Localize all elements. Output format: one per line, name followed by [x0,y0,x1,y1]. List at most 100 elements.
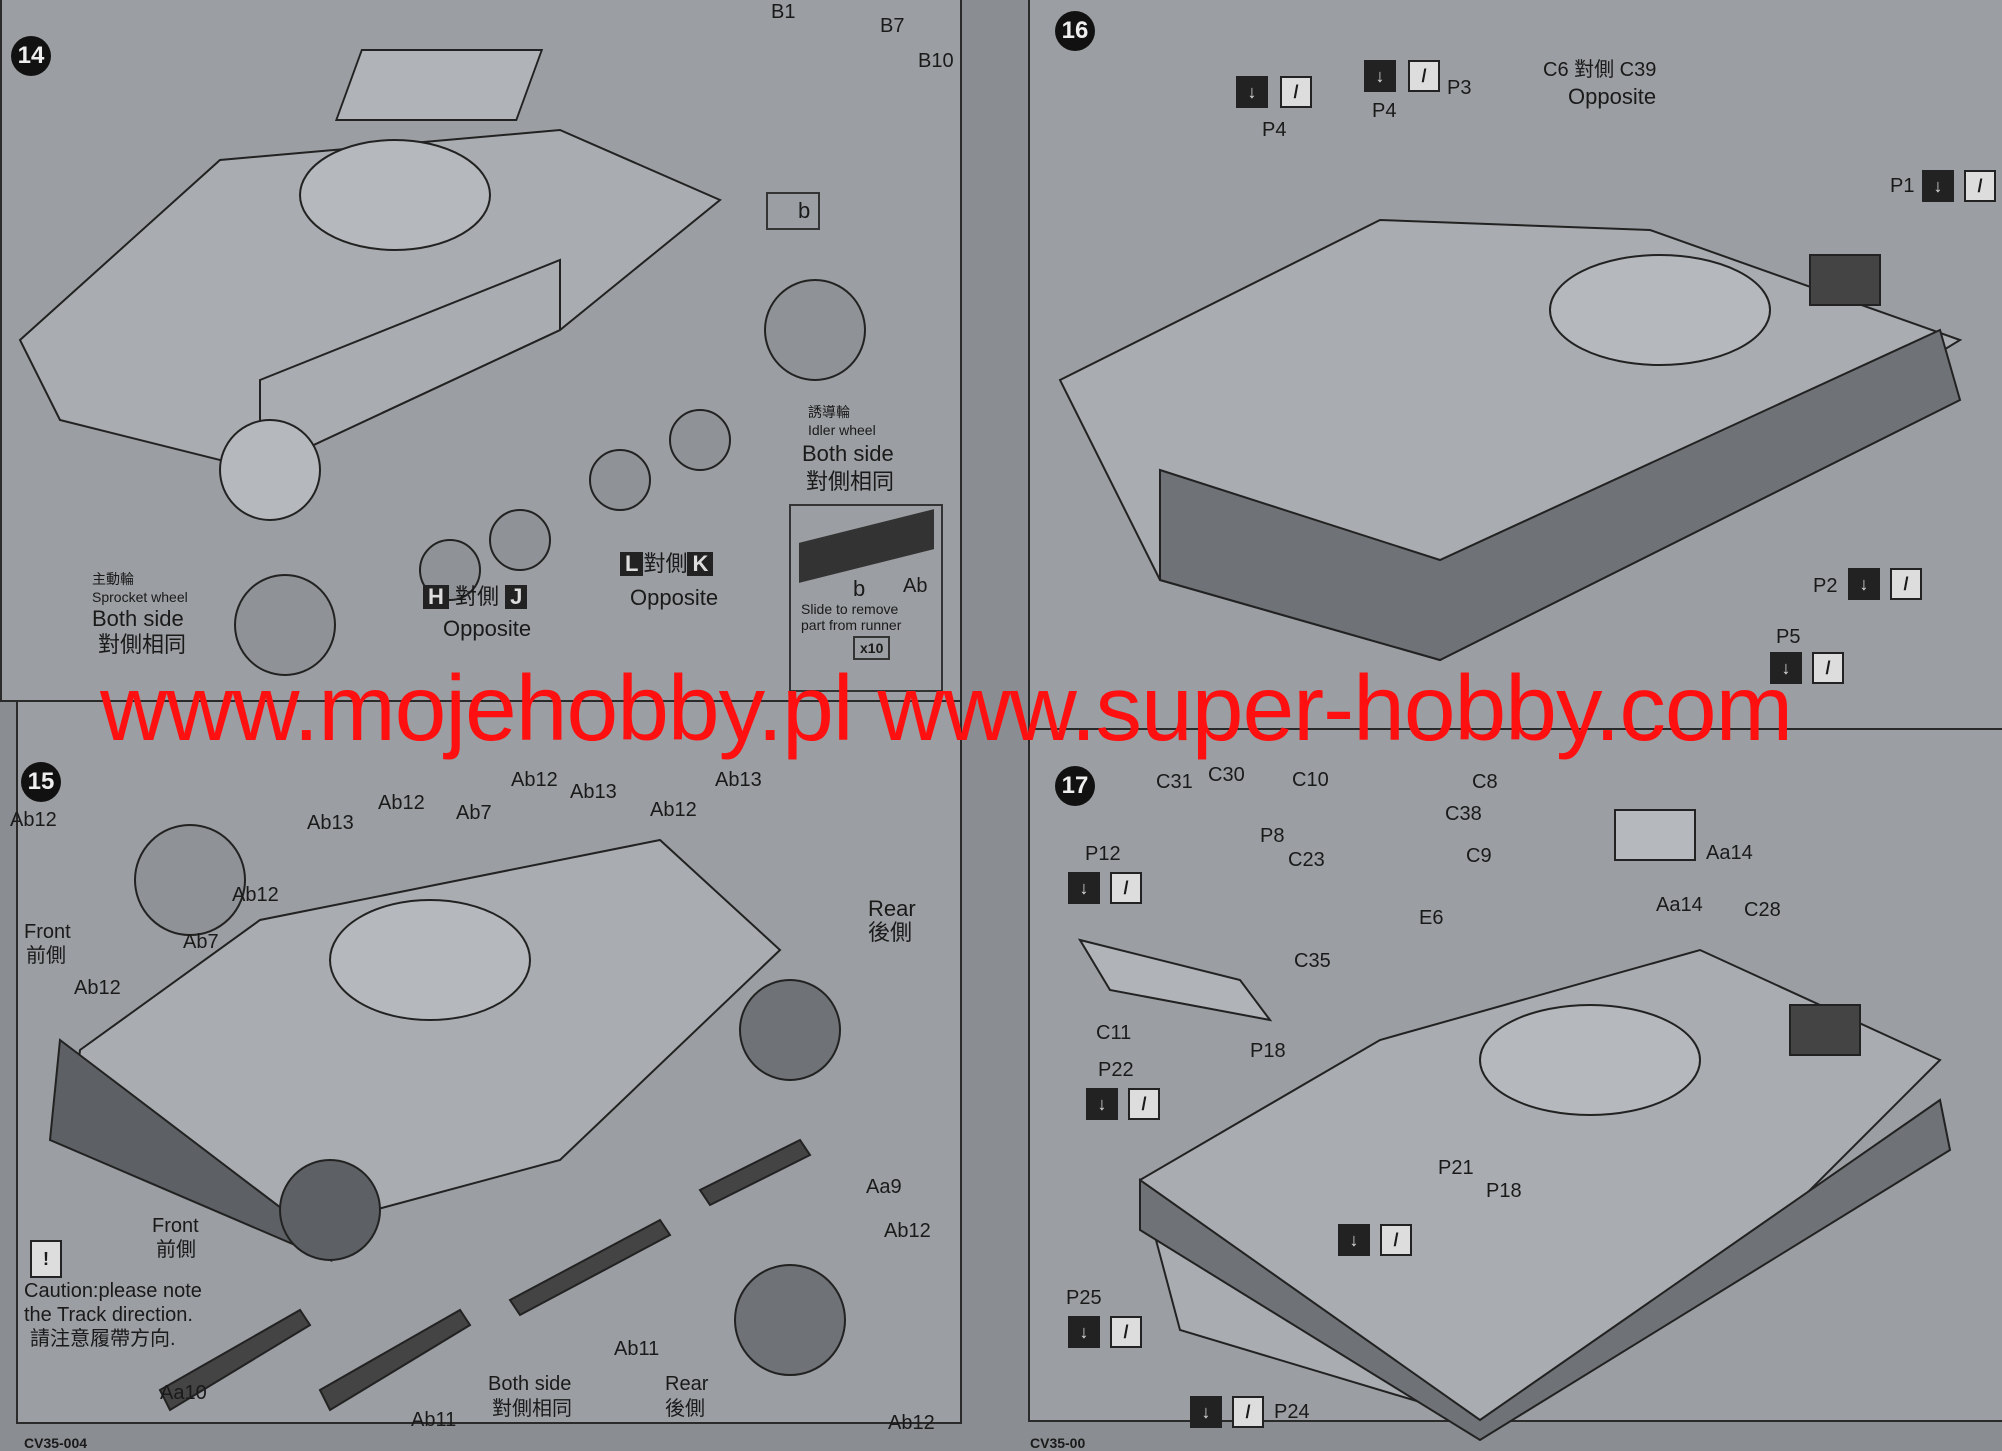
label-front-cn-2: 前側 [156,1239,196,1261]
label-front: Front [24,921,71,943]
step-number-17: 17 [1055,766,1095,806]
label-ab12: Ab12 [74,977,121,999]
label-c31: C31 [1156,771,1193,793]
part-k: K [687,552,714,576]
cement-icon: ↓ [1068,1316,1100,1348]
label-ab11: Ab11 [411,1409,457,1431]
label-ab12: Ab12 [511,769,558,791]
step-number-15: 15 [21,762,61,802]
label-p18-2: P18 [1486,1180,1522,1202]
label-aa10: Aa10 [160,1382,207,1404]
paint-icon: / [1280,76,1312,108]
page-code-right: CV35-00 [1030,1435,1086,1451]
sprocket-both-side-cn: 對側相同 [98,632,187,657]
label-ab12: Ab12 [10,809,57,831]
label-ab13: Ab13 [307,812,354,834]
cement-icon: ↓ [1770,652,1802,684]
caution-text-3: 請注意履帶方向. [30,1328,176,1350]
label-p25: P25 [1066,1287,1102,1309]
label-ab7: Ab7 [183,931,219,953]
label-e6: E6 [1419,907,1444,929]
paint-icon: / [1110,1316,1142,1348]
label-ab12: Ab12 [650,799,697,821]
label-ab13: Ab13 [715,769,762,791]
tank-hull-14 [18,49,722,521]
cement-icon: ↓ [1922,170,1954,202]
label-c38: C38 [1445,803,1482,825]
paint-icon: / [1964,170,1996,202]
label-opposite-hj: Opposite [443,616,532,641]
sprocket-en: Sprocket wheel [92,589,188,605]
sprocket-both-side: Both side [92,606,184,631]
label-p24: P24 [1274,1401,1310,1423]
runner-instruction-box: b Ab Slide to remove part from runner x1… [789,504,943,692]
label-rear: Rear [868,896,916,921]
runner-label-b: b [853,576,866,601]
label-c30: C30 [1208,764,1245,786]
tank-hull-16 [1058,218,1963,662]
step-number-16: 16 [1055,11,1095,51]
label-p8: P8 [1260,825,1285,847]
sprocket-cn: 主動輪 [92,571,134,587]
part-h: H [423,585,449,609]
paint-icon: / [1890,568,1922,600]
label-p4-a: P4 [1262,119,1287,141]
label-b1: B1 [771,1,796,23]
label-p21: P21 [1438,1157,1474,1179]
label-p5: P5 [1776,626,1801,648]
label-front-2: Front [152,1215,199,1237]
watermark: www.mojehobby.pl www.super-hobby.com [100,656,1793,760]
label-c23: C23 [1288,849,1325,871]
runner-text-1: Slide to remove [801,601,899,617]
label-opposite-c6: Opposite [1568,84,1657,109]
paint-icon: / [1380,1224,1412,1256]
label-p22: P22 [1098,1059,1134,1081]
runner-label-ab: Ab [903,575,928,597]
label-opposite-lk: Opposite [630,585,719,610]
paint-icon: / [1128,1088,1160,1120]
label-p1: P1 [1890,175,1915,197]
paint-icon: / [1232,1396,1264,1428]
label-h-opposite-j: H 對側 J [423,584,528,609]
label-ab7: Ab7 [456,802,492,824]
label-rear-cn: 後側 [868,920,913,945]
wheels-14 [234,279,866,676]
idler-both-side: Both side [802,441,894,466]
cement-icon: ↓ [1068,872,1100,904]
label-b-box: b [766,192,821,230]
label-ab13: Ab13 [570,781,617,803]
track-links-15 [158,1138,812,1412]
label-aa14-2: Aa14 [1656,894,1703,916]
label-ab12: Ab12 [378,792,425,814]
paint-icon: / [1408,60,1440,92]
label-rear-2: Rear [665,1373,709,1395]
caution-icon: ! [30,1240,62,1278]
opposite-cn: 對側 [455,584,500,609]
cement-icon: ↓ [1848,568,1880,600]
label-both-side: Both side [488,1373,572,1395]
label-both-side-cn: 對側相同 [492,1398,572,1420]
label-p12: P12 [1085,843,1121,865]
label-p18: P18 [1250,1040,1286,1062]
idler-wheel-cn: 誘導輪 [808,404,850,420]
label-aa14: Aa14 [1706,842,1753,864]
cement-icon: ↓ [1190,1396,1222,1428]
part-l: L [620,552,644,576]
label-rear-cn-2: 後側 [665,1398,705,1420]
idler-both-side-cn: 對側相同 [806,469,895,494]
opposite-cn: 對側 [643,551,688,576]
cement-icon: ↓ [1338,1224,1370,1256]
label-c10: C10 [1292,769,1329,791]
label-c9: C9 [1466,845,1492,867]
label-p4-b: P4 [1372,100,1397,122]
label-c35: C35 [1294,950,1331,972]
label-ab11: Ab11 [614,1338,660,1360]
label-b7: B7 [880,15,905,37]
runner-text-2: part from runner [801,617,902,633]
runner-part-drawing [799,509,934,583]
paint-icon: / [1110,872,1142,904]
label-ab12: Ab12 [888,1412,935,1434]
caution-text-2: the Track direction. [24,1304,193,1326]
paint-icon: / [1812,652,1844,684]
idler-wheel-en: Idler wheel [808,422,876,438]
